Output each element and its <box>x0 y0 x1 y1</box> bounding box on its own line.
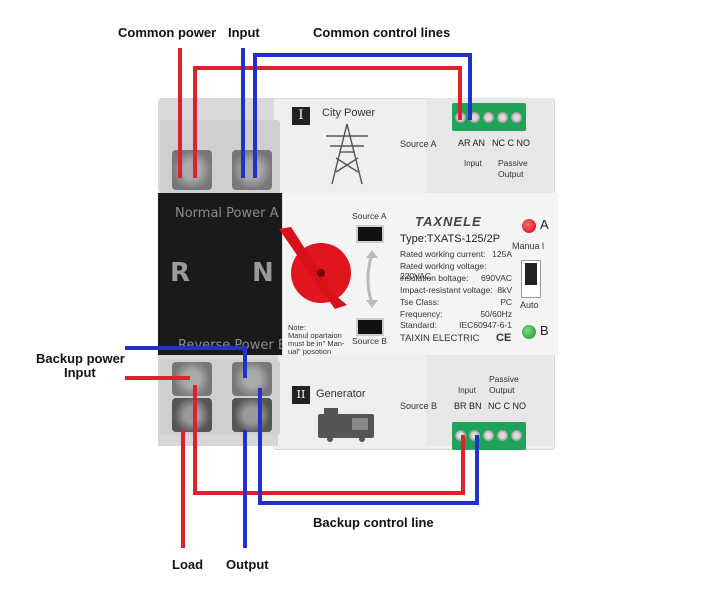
spec-row: Rated working current: 125A <box>400 249 512 259</box>
terminal-screw-icon[interactable] <box>497 430 508 441</box>
callout-common-power: Common power <box>118 25 217 40</box>
terminal-screw-icon[interactable] <box>469 430 480 441</box>
note-line-3: must be in" Man- <box>288 339 345 348</box>
callout-backup-input: Input <box>64 365 96 380</box>
rotation-arrow-icon <box>366 250 378 308</box>
window-b <box>356 318 384 336</box>
normal-power-label: Normal Power A <box>175 206 279 221</box>
source-a-label: Source A <box>400 139 437 149</box>
roman-two-badge: II <box>292 386 310 404</box>
window-a-label: Source A <box>352 211 387 221</box>
spec-value: 125A <box>492 249 512 259</box>
indicator-b-label: B <box>540 323 549 338</box>
callout-load: Load <box>172 557 204 572</box>
source-b-label: Source B <box>400 401 438 411</box>
terminal-screw-icon[interactable] <box>483 112 494 123</box>
top-nc-c-no-label: NC C NO <box>492 138 530 148</box>
spec-row: insulation boltage: 690VAC <box>400 273 512 283</box>
terminal-screw-icon[interactable] <box>469 112 480 123</box>
terminal-screw-icon[interactable] <box>511 112 522 123</box>
rotary-handle[interactable] <box>275 225 355 315</box>
indicator-b-green-led <box>522 325 536 339</box>
terminal-screw-icon[interactable] <box>497 112 508 123</box>
bottom-screw-right-1[interactable] <box>232 362 272 396</box>
black-panel <box>158 193 282 355</box>
switch-slider <box>525 263 537 285</box>
type-label: Type:TXATS-125/2P <box>400 233 501 245</box>
bottom-input-label: Input <box>458 386 476 395</box>
spec-row: Standard: IEC60947-6-1 <box>400 320 512 330</box>
r-label: R <box>170 258 191 288</box>
terminal-screw-icon[interactable] <box>455 112 466 123</box>
top-screw-left[interactable] <box>172 150 212 190</box>
callout-input: Input <box>228 25 260 40</box>
note-line-1: Note: <box>288 323 306 332</box>
ce-mark: CE <box>496 332 512 344</box>
top-output-label: Output <box>498 169 524 179</box>
spec-label: Rated working current: <box>400 249 486 259</box>
spec-row: Impact-resistant voltage: 8kV <box>400 285 512 295</box>
spec-label: Standard: <box>400 320 437 331</box>
callout-common-control-lines: Common control lines <box>313 25 451 40</box>
top-input-label: Input <box>464 159 482 168</box>
manual-auto-switch[interactable] <box>521 260 541 298</box>
power-tower-icon <box>326 123 368 185</box>
spec-label: Impact-resistant voltage: <box>400 284 493 295</box>
callout-backup-control-line: Backup control line <box>313 515 434 530</box>
generator-icon <box>318 408 374 442</box>
roman-one-badge: I <box>292 107 310 125</box>
window-a <box>356 225 384 243</box>
spec-label: Rated working voltage: 220VAC <box>400 260 487 281</box>
bottom-screw-right-2[interactable] <box>232 398 272 432</box>
indicator-a-red-led <box>522 219 536 233</box>
spec-row: Rated working voltage: 220VAC <box>400 261 512 281</box>
spec-label: Tse Class: <box>400 296 440 307</box>
generator-title: Generator <box>316 388 366 400</box>
callout-output: Output <box>226 557 269 572</box>
indicator-a-label: A <box>540 217 549 232</box>
bottom-br-bn-label: BR BN <box>454 401 482 411</box>
spec-value: 50/60Hz <box>480 308 512 319</box>
auto-label: Auto <box>520 300 539 310</box>
bottom-nc-c-no-label: NC C NO <box>488 401 526 411</box>
spec-value: 690VAC <box>480 272 512 283</box>
handle-lever <box>279 227 347 309</box>
maker-label: TAIXIN ELECTRIC <box>400 333 480 344</box>
spec-value: IEC60947-6-1 <box>459 320 512 331</box>
top-passive-label: Passive <box>498 158 528 168</box>
terminal-screw-icon[interactable] <box>455 430 466 441</box>
spec-value: PC <box>500 296 512 307</box>
bottom-screw-left-2[interactable] <box>172 398 212 432</box>
top-ar-an-label: AR AN <box>458 138 486 148</box>
manual-label: Manua l <box>512 241 545 251</box>
window-b-label: Source B <box>352 336 387 346</box>
spec-label: insulation boltage: <box>400 272 469 283</box>
bottom-screw-left-1[interactable] <box>172 362 212 396</box>
bottom-output-label: Output <box>489 385 515 395</box>
n-label: N <box>252 258 274 288</box>
brand-logo: TAXNELE <box>415 214 482 229</box>
city-power-title: City Power <box>322 107 376 119</box>
callout-backup-power: Backup power <box>36 351 125 366</box>
handle-center-dot <box>317 269 325 277</box>
spec-row: Tse Class: PC <box>400 297 512 307</box>
top-screw-right[interactable] <box>232 150 272 190</box>
terminal-screw-icon[interactable] <box>483 430 494 441</box>
spec-value: 8kV <box>497 284 512 295</box>
spec-label: Frequency: <box>400 308 443 319</box>
spec-row: Frequency: 50/60Hz <box>400 309 512 319</box>
reverse-power-label: Reverse Power B <box>178 338 287 353</box>
terminal-screw-icon[interactable] <box>511 430 522 441</box>
note-line-2: Manul opartaion <box>288 331 342 340</box>
bottom-passive-label: Passive <box>489 374 519 384</box>
note-line-4: ual" posotion <box>288 347 332 356</box>
